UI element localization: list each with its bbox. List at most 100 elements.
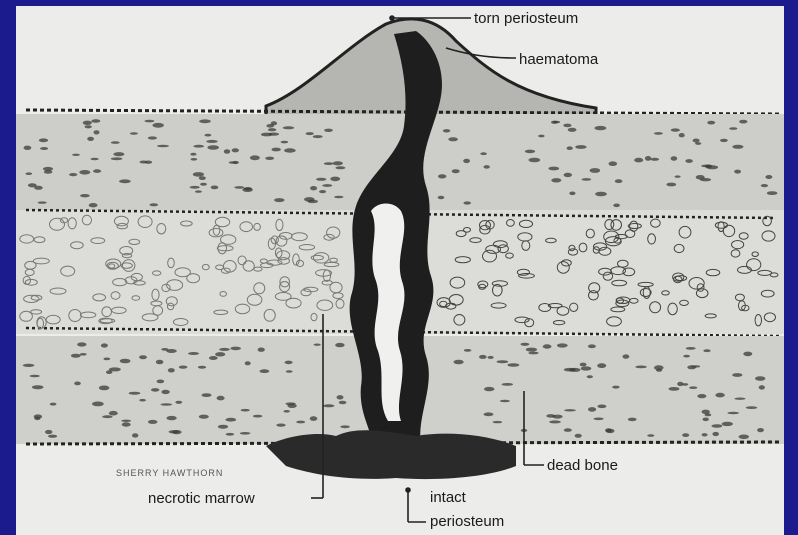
- lacuna: [85, 125, 92, 128]
- lacuna: [707, 121, 715, 125]
- lacuna: [140, 161, 148, 164]
- lacuna: [272, 148, 281, 152]
- lacuna: [191, 158, 198, 161]
- lacuna: [330, 177, 340, 182]
- lacuna: [188, 352, 199, 355]
- lacuna: [111, 141, 120, 144]
- lacuna: [242, 188, 253, 192]
- lacuna: [712, 432, 719, 436]
- lacuna: [296, 421, 305, 424]
- label-necrotic-marrow: necrotic marrow: [148, 490, 255, 507]
- lacuna: [253, 415, 263, 418]
- lacuna: [546, 414, 555, 418]
- lacuna: [92, 402, 104, 407]
- lacuna: [715, 393, 724, 398]
- lacuna: [202, 393, 212, 397]
- lacuna: [99, 386, 110, 391]
- lacuna: [335, 343, 344, 347]
- lacuna: [102, 415, 113, 418]
- lacuna: [323, 404, 334, 407]
- lacuna: [121, 420, 131, 422]
- lacuna: [77, 342, 86, 346]
- bone-fracture-diagram: SHERRY HAWTHORN torn periosteum haematom…: [16, 6, 784, 535]
- lacuna: [695, 142, 701, 145]
- lacuna: [313, 135, 323, 138]
- lacuna: [666, 183, 676, 187]
- lacuna: [463, 159, 470, 163]
- lacuna: [215, 352, 225, 356]
- lacuna: [87, 137, 94, 141]
- lacuna: [597, 405, 606, 409]
- lacuna: [538, 135, 544, 138]
- lacuna: [45, 430, 52, 434]
- lacuna: [199, 176, 206, 180]
- lacuna: [729, 127, 737, 130]
- lacuna: [274, 198, 284, 202]
- lacuna: [93, 169, 101, 173]
- lacuna: [735, 398, 746, 400]
- lacuna: [687, 365, 696, 369]
- lacuna: [671, 128, 680, 131]
- lacuna: [683, 355, 690, 358]
- lacuna: [72, 154, 80, 156]
- lacuna: [734, 170, 741, 174]
- lacuna: [635, 366, 647, 369]
- lacuna: [703, 349, 710, 352]
- lacuna: [595, 126, 607, 130]
- lacuna: [645, 156, 651, 161]
- lacuna: [226, 433, 235, 436]
- lacuna: [569, 192, 575, 196]
- lacuna: [198, 366, 206, 369]
- lacuna: [739, 120, 747, 124]
- lacuna: [333, 161, 343, 165]
- lacuna: [755, 376, 765, 381]
- lacuna: [703, 418, 709, 422]
- lacuna: [595, 192, 607, 197]
- lacuna: [761, 184, 768, 187]
- lacuna: [106, 370, 112, 374]
- lacuna: [224, 149, 230, 154]
- lacuna: [581, 366, 592, 370]
- lacuna: [306, 132, 314, 135]
- lacuna: [199, 415, 209, 419]
- lacuna: [101, 343, 108, 347]
- lacuna: [500, 400, 510, 403]
- subperiosteal-clot: [266, 430, 516, 479]
- lacuna: [739, 435, 749, 440]
- lacuna: [91, 119, 100, 123]
- lacuna: [276, 424, 285, 427]
- lacuna: [145, 120, 155, 123]
- lacuna: [30, 375, 40, 377]
- lacuna: [759, 385, 765, 389]
- lacuna: [679, 133, 685, 137]
- lacuna: [322, 184, 332, 187]
- lacuna: [268, 128, 276, 131]
- lacuna: [767, 191, 778, 195]
- lacuna: [448, 137, 458, 141]
- lacuna: [139, 355, 147, 359]
- lacuna: [548, 167, 559, 171]
- lacuna: [156, 360, 164, 365]
- lacuna: [234, 186, 244, 189]
- lacuna: [525, 150, 535, 154]
- lacuna: [587, 375, 593, 378]
- lacuna: [746, 406, 758, 409]
- lacuna: [34, 186, 43, 190]
- lacuna: [111, 157, 123, 160]
- lacuna: [161, 390, 169, 394]
- lacuna: [91, 158, 99, 161]
- lacuna: [757, 428, 764, 432]
- artist-signature: SHERRY HAWTHORN: [116, 468, 223, 478]
- lacuna: [693, 139, 700, 143]
- lacuna: [94, 130, 100, 134]
- label-intact: intact: [430, 489, 467, 506]
- lacuna: [463, 201, 471, 204]
- lacuna: [597, 363, 606, 368]
- lacuna: [157, 380, 165, 384]
- lacuna: [113, 152, 124, 156]
- lacuna: [103, 358, 110, 361]
- lacuna: [190, 153, 196, 156]
- lacuna: [443, 129, 450, 132]
- lacuna: [335, 166, 345, 169]
- lacuna: [240, 432, 251, 435]
